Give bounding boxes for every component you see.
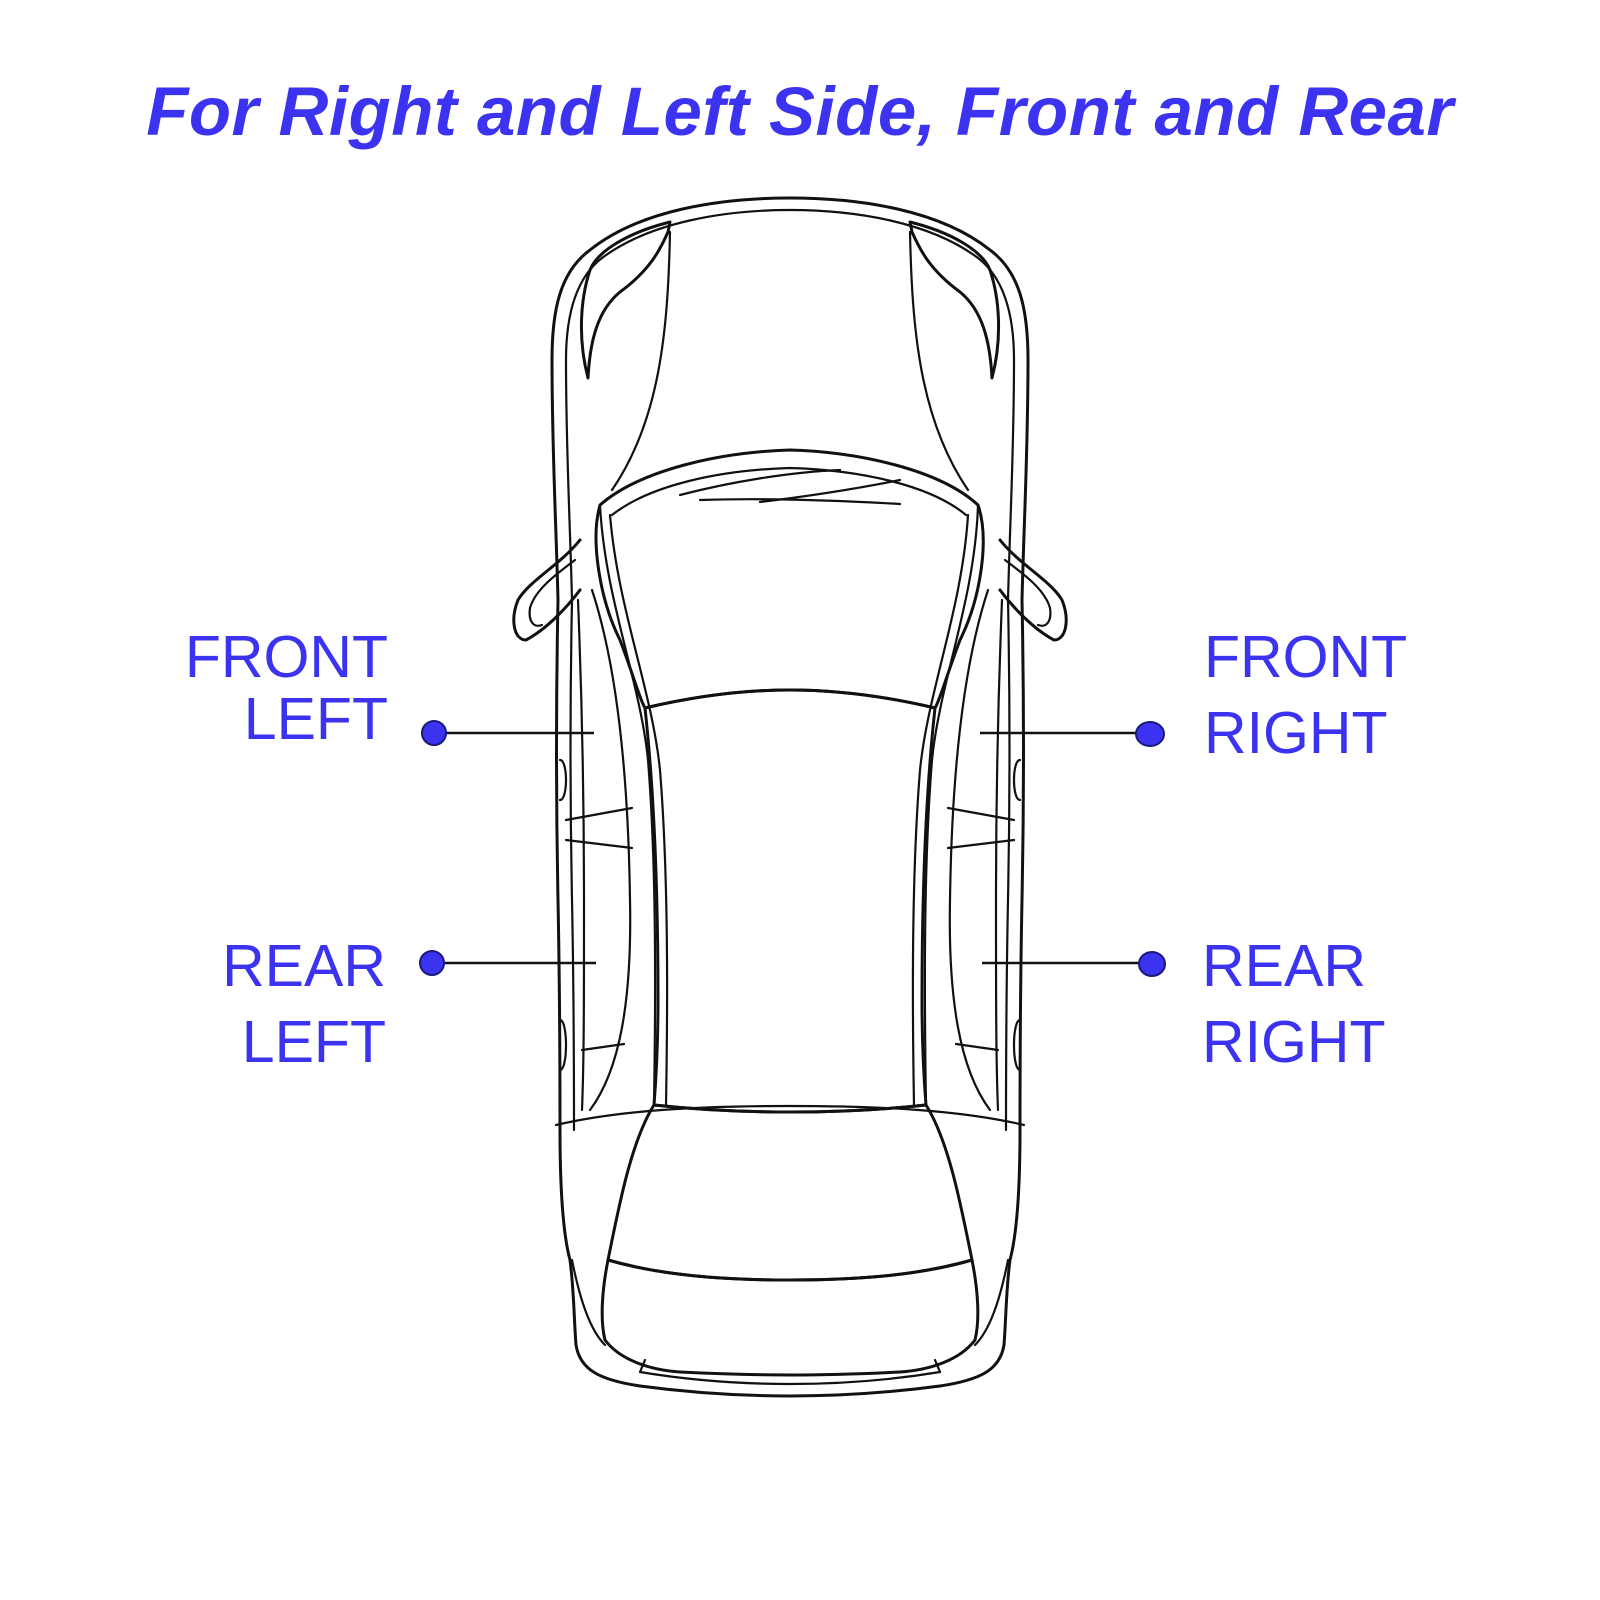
label-front-left-line1: FRONT: [184, 624, 388, 690]
label-rear-left-line2: LEFT: [241, 1009, 386, 1075]
label-front-right: FRONT RIGHT: [1204, 626, 1524, 764]
diagram-title: For Right and Left Side, Front and Rear: [146, 73, 1454, 150]
right-headlight: [908, 220, 1001, 380]
right-side-window: [948, 588, 992, 1112]
label-front-left: FRONT LEFT: [68, 626, 388, 750]
trunk-lid: [600, 1258, 980, 1377]
label-front-right-line2: RIGHT: [1204, 700, 1388, 766]
label-rear-right-line1: REAR: [1202, 933, 1366, 999]
label-rear-right: REAR RIGHT: [1202, 935, 1522, 1073]
car-body-outline: [550, 196, 1030, 1398]
label-front-left-line2: LEFT: [243, 686, 388, 752]
label-rear-right-line2: RIGHT: [1202, 1009, 1386, 1075]
label-rear-left: REAR LEFT: [66, 935, 386, 1073]
left-mirror: [512, 538, 582, 642]
left-side-window: [588, 588, 632, 1112]
rear-window: [606, 1103, 974, 1282]
label-front-right-line1: FRONT: [1204, 624, 1408, 690]
car-top-view-illustration: [512, 196, 1068, 1398]
roof: [643, 688, 937, 1114]
windshield: [594, 448, 985, 710]
marker-front-right: [1135, 721, 1165, 747]
marker-front-left: [421, 720, 447, 746]
marker-rear-left: [419, 950, 445, 976]
label-rear-left-line1: REAR: [222, 933, 386, 999]
left-headlight: [579, 220, 672, 380]
marker-rear-right: [1138, 951, 1166, 977]
right-mirror: [998, 538, 1068, 642]
